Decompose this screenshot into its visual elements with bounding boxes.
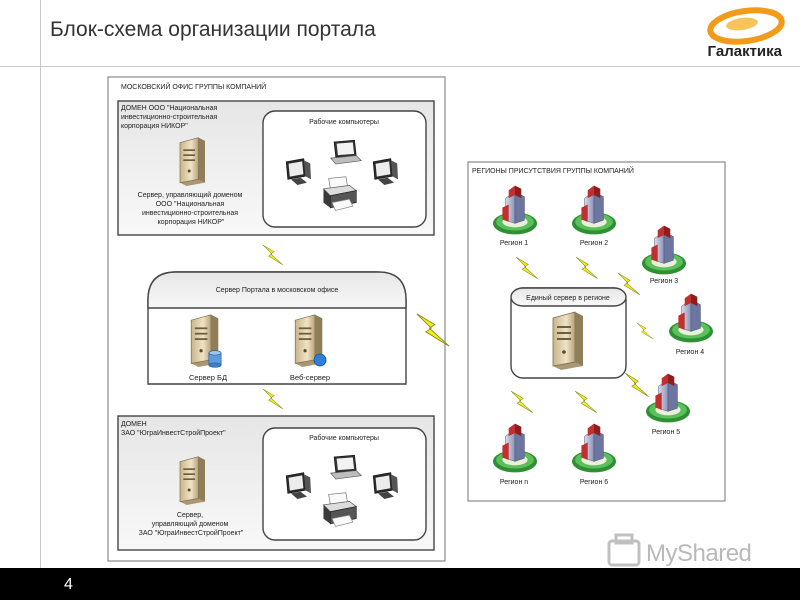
region-label: Регион 3 (650, 278, 678, 285)
brand-name: Галактика (707, 43, 782, 60)
web-server-label: Веб-сервер (290, 373, 330, 382)
region-label: Регион 6 (580, 479, 608, 486)
domain1-title: ДОМЕН ООО "Национальная инвестиционно-ст… (121, 105, 219, 130)
moscow-office-title: МОСКОВСКИЙ ОФИС ГРУППЫ КОМПАНИЙ (121, 82, 266, 91)
domain1-server-caption: Сервер, управляющий доменом ООО "Национа… (138, 191, 245, 226)
region-label: Регион n (500, 479, 528, 486)
footer-bar (0, 568, 800, 600)
domain1-workstations-title: Рабочие компьютеры (309, 118, 379, 126)
caption-line: ООО "Национальная (156, 201, 225, 208)
central-server-header (510, 287, 627, 307)
slide-title: Блок-схема организации портала (50, 18, 376, 41)
caption-line: Сервер, (177, 512, 203, 519)
caption-line: Сервер, управляющий доменом (138, 191, 243, 199)
domain2-workstations-box (262, 427, 427, 541)
galaktika-logo-icon (707, 7, 785, 45)
portal-server-title: Сервер Портала в московском офисе (216, 287, 339, 294)
central-server-title: Единый сервер в регионе (526, 294, 610, 302)
domain1-title-line: инвестиционно-строительная (121, 114, 217, 121)
domain2-title-line: ЗАО "ЮграИнвестСтройПроект" (121, 429, 226, 437)
domain1-title-line: корпорация НИКОР" (121, 123, 188, 130)
caption-line: корпорация НИКОР" (158, 219, 225, 226)
domain2-server-caption: Сервер, управляющий доменом ЗАО "ЮграИнв… (139, 512, 244, 537)
watermark-logo-icon (607, 533, 641, 567)
caption-line: управляющий доменом (152, 520, 229, 528)
domain1-server-icon (179, 137, 206, 186)
portal-server-header (147, 271, 407, 309)
domain1-title-line: ДОМЕН ООО "Национальная (121, 105, 217, 112)
domain2-server-icon (179, 456, 206, 505)
region-label: Регион 5 (652, 429, 680, 436)
domain1-workstations-box (262, 110, 427, 228)
domain2-workstations-title: Рабочие компьютеры (309, 434, 379, 442)
portal-diagram: МОСКОВСКИЙ ОФИС ГРУППЫ КОМПАНИЙ ДОМЕН ОО… (107, 76, 726, 562)
db-server-label: Сервер БД (189, 373, 227, 382)
caption-line: ЗАО "ЮграИнвестСтройПроект" (139, 529, 244, 537)
regions-title: РЕГИОНЫ ПРИСУТСТВИЯ ГРУППЫ КОМПАНИЙ (472, 166, 634, 175)
page-number: 4 (64, 576, 73, 593)
region-label: Регион 1 (500, 240, 528, 247)
region-label: Регион 2 (580, 240, 608, 247)
watermark-text: MyShared (646, 540, 752, 567)
caption-line: инвестиционно-строительная (142, 210, 238, 217)
domain2-title: ДОМЕН ЗАО "ЮграИнвестСтройПроект" (121, 421, 226, 437)
database-icon (208, 350, 222, 368)
region-label: Регион 4 (676, 349, 704, 356)
left-divider (40, 0, 41, 568)
globe-icon (313, 353, 327, 367)
central-server-icon (552, 311, 584, 370)
header-divider (0, 66, 800, 67)
domain2-title-line: ДОМЕН (121, 421, 147, 428)
